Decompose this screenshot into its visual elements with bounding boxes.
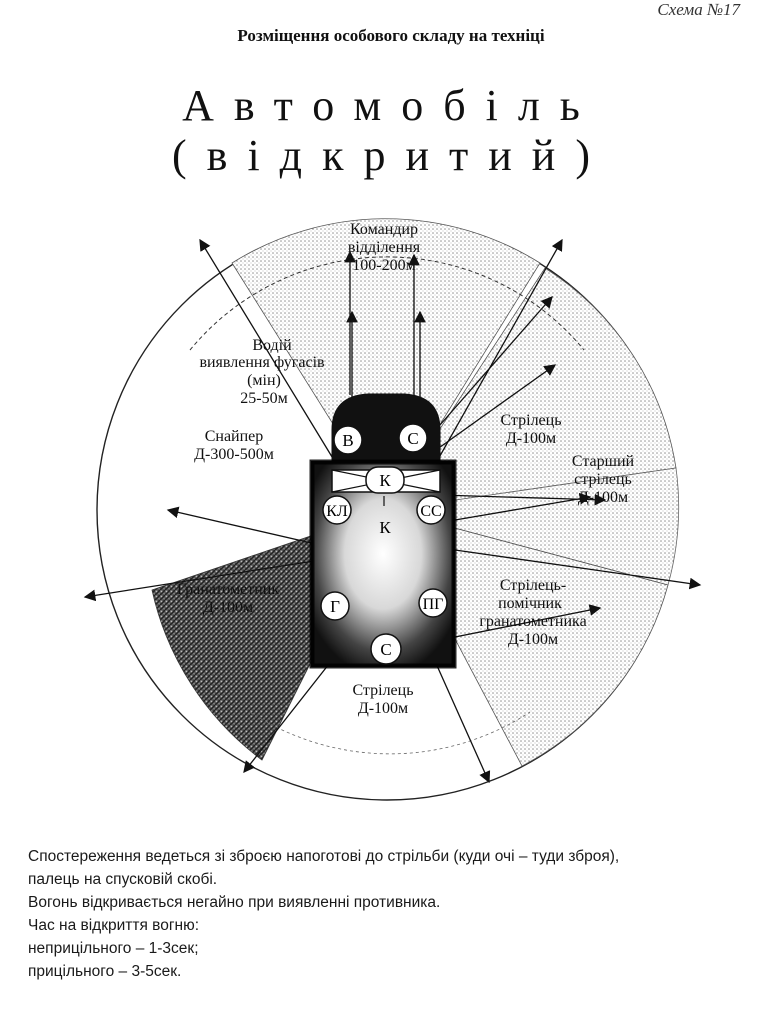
driver-zone-line2: виявлення фугасів [199, 354, 325, 371]
instruction-line: неприцільного – 1-3сек; [28, 940, 199, 957]
position-assistant-grenadier-label: ПГ [423, 596, 444, 613]
position-senior-rifleman: СС [416, 495, 446, 525]
assistant-grenadier-zone-range: Д-100м [508, 631, 558, 648]
scheme-number: Схема №17 [657, 0, 740, 19]
position-commander-label: К [379, 471, 391, 490]
position-senior-rifleman-label: СС [420, 503, 441, 520]
position-grenadier: Г [320, 591, 350, 621]
position-driver: В [333, 425, 363, 455]
rifleman-rear-zone-line1: Стрілець [352, 682, 413, 699]
senior-rifleman-zone-line1: Старший [572, 453, 635, 470]
position-rifleman-front-label: С [407, 429, 418, 448]
grenadier-zone-line1: Гранатометник [177, 581, 279, 598]
instruction-line: палець на спусковій скобі. [28, 871, 218, 888]
commander-sector [231, 218, 541, 511]
instruction-line: Вогонь відкривається негайно при виявлен… [28, 894, 441, 911]
senior-rifleman-zone-range: Д-100м [578, 489, 628, 506]
page-title: Розміщення особового складу на техніці [237, 26, 545, 45]
driver-zone-line1: Водій [252, 337, 292, 354]
grenadier-zone-range: Д-100м [203, 599, 253, 616]
rifleman-right-zone-line1: Стрілець [500, 412, 561, 429]
sniper-zone-line1: Снайпер [205, 428, 264, 445]
position-commander: К [365, 466, 405, 494]
assistant-grenadier-zone-line3: гранатометника [479, 613, 586, 630]
instruction-line: Спостереження ведеться зі зброєю напогот… [28, 848, 620, 865]
rifleman-right-sector [386, 267, 677, 511]
driver-zone-line3: (мін) [247, 372, 281, 389]
rifleman-right-zone-range: Д-100м [506, 430, 556, 447]
vehicle-subtitle: (відкритий) [172, 131, 610, 180]
instruction-line: прицільного – 3-5сек. [28, 963, 182, 980]
position-grenadier-label: Г [330, 597, 340, 616]
position-machine-gunner-label: КЛ [326, 503, 348, 520]
assistant-grenadier-sector [386, 509, 669, 767]
position-assistant-grenadier: ПГ [418, 588, 448, 618]
position-commander-center-label: К [379, 518, 391, 537]
instruction-line: Час на відкриття вогню: [28, 917, 199, 934]
position-driver-label: В [342, 431, 353, 450]
instructions-text: Спостереження ведеться зі зброєю напогот… [28, 845, 773, 983]
inner-range-arc [189, 256, 585, 351]
commander-zone-range: 100-200м [352, 257, 415, 274]
position-machine-gunner: КЛ [322, 495, 352, 525]
rifleman-rear-zone-range: Д-100м [358, 700, 408, 717]
driver-zone-range: 25-50м [240, 390, 287, 407]
assistant-grenadier-zone-line2: помічник [498, 595, 562, 612]
assistant-grenadier-zone-line1: Стрілець- [500, 577, 566, 594]
senior-rifleman-zone-line2: стрілець [574, 471, 632, 488]
vehicle-placement-diagram: В С К К КЛ СС Г ПГ С Командир відділення… [83, 218, 702, 801]
position-rifleman-rear: С [370, 633, 402, 665]
position-rifleman-front: С [398, 423, 428, 453]
sniper-zone-range: Д-300-500м [194, 446, 274, 463]
position-rifleman-rear-label: С [380, 640, 391, 659]
commander-zone-line2: відділення [348, 239, 421, 256]
commander-zone-line1: Командир [350, 221, 418, 238]
vehicle-title: Автомобіль [182, 81, 600, 130]
